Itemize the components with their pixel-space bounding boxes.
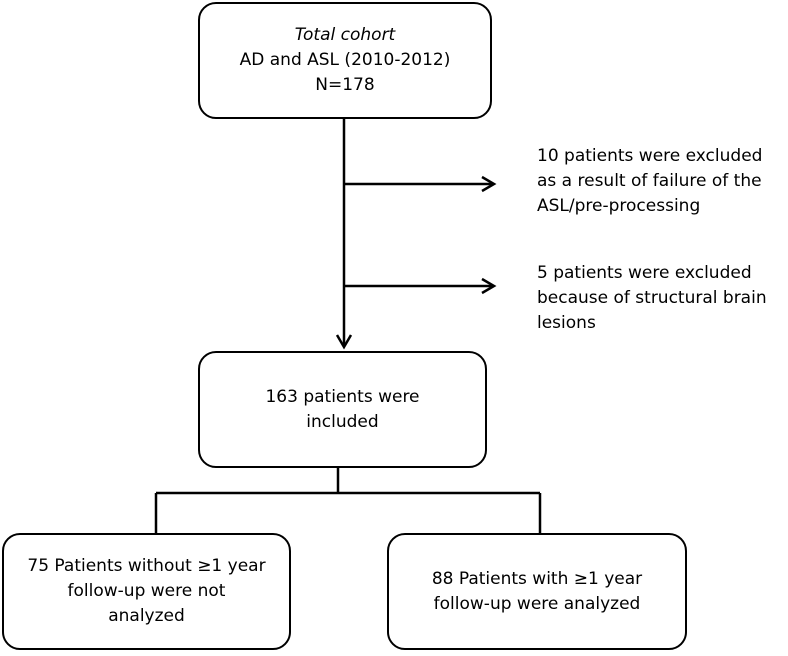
exclusion-note-1: 10 patients were excluded as a result of… [537, 144, 762, 219]
total-cohort-box: Total cohort AD and ASL (2010-2012) N=17… [198, 2, 492, 119]
analyzed-line1: 88 Patients with ≥1 year [431, 568, 643, 589]
analyzed-box: 88 Patients with ≥1 year follow-up were … [387, 533, 687, 650]
exclusion-1-line1: 10 patients were excluded [537, 146, 763, 166]
not-analyzed-line2: follow-up were not [67, 581, 226, 601]
total-cohort-line2: N=178 [315, 75, 375, 95]
included-line2: included [306, 411, 379, 432]
not-analyzed-line3: analyzed [108, 606, 185, 626]
exclusion-1-line3: ASL/pre-processing [537, 196, 701, 216]
total-cohort-line1: AD and ASL (2010-2012) [239, 50, 451, 70]
exclusion-2-line2: because of structural brain [537, 288, 767, 308]
exclusion-1-line2: as a result of failure of the [537, 171, 762, 191]
not-analyzed-box: 75 Patients without ≥1 year follow-up we… [2, 533, 291, 650]
exclusion-2-line1: 5 patients were excluded [537, 263, 752, 283]
total-cohort-title: Total cohort [294, 25, 396, 45]
included-line1: 163 patients were [265, 386, 420, 407]
analyzed-line2: follow-up were analyzed [433, 593, 641, 614]
included-box: 163 patients were included [198, 351, 487, 468]
exclusion-2-line3: lesions [537, 313, 596, 333]
exclusion-note-2: 5 patients were excluded because of stru… [537, 261, 767, 336]
not-analyzed-line1: 75 Patients without ≥1 year [27, 556, 266, 576]
